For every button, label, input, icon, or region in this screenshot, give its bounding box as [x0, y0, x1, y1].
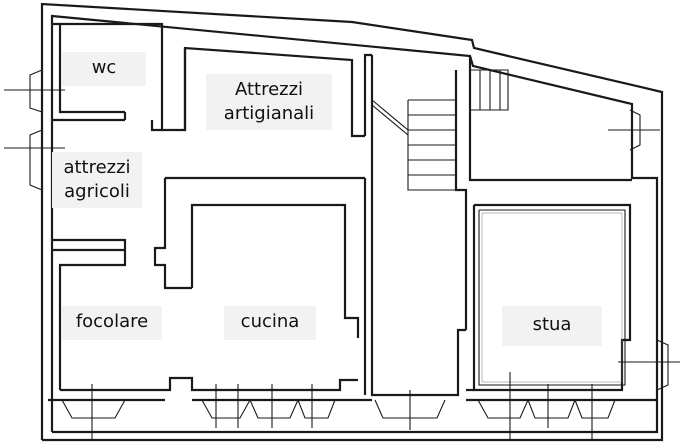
stua-walls — [466, 203, 657, 402]
corridor-walls — [153, 55, 466, 397]
room-label-cucina: cucina — [224, 306, 316, 340]
attrezzi-artigianali-walls — [162, 46, 372, 138]
attrezzi-agricoli-walls — [52, 238, 127, 390]
upper-right-walls — [468, 56, 632, 182]
outer-wall — [40, 2, 664, 442]
windows — [61, 372, 616, 440]
room-label-stua: stua — [502, 306, 602, 346]
room-label-attrezzi-artigianali: Attrezzi artigianali — [206, 74, 332, 130]
stair — [371, 69, 509, 330]
side-windows — [4, 69, 680, 391]
room-label-wc: wc — [62, 52, 146, 86]
kitchen-walls — [48, 203, 372, 402]
room-label-focolare: focolare — [62, 306, 162, 340]
room-label-attrezzi-agricoli: attrezzi agricoli — [52, 152, 142, 208]
